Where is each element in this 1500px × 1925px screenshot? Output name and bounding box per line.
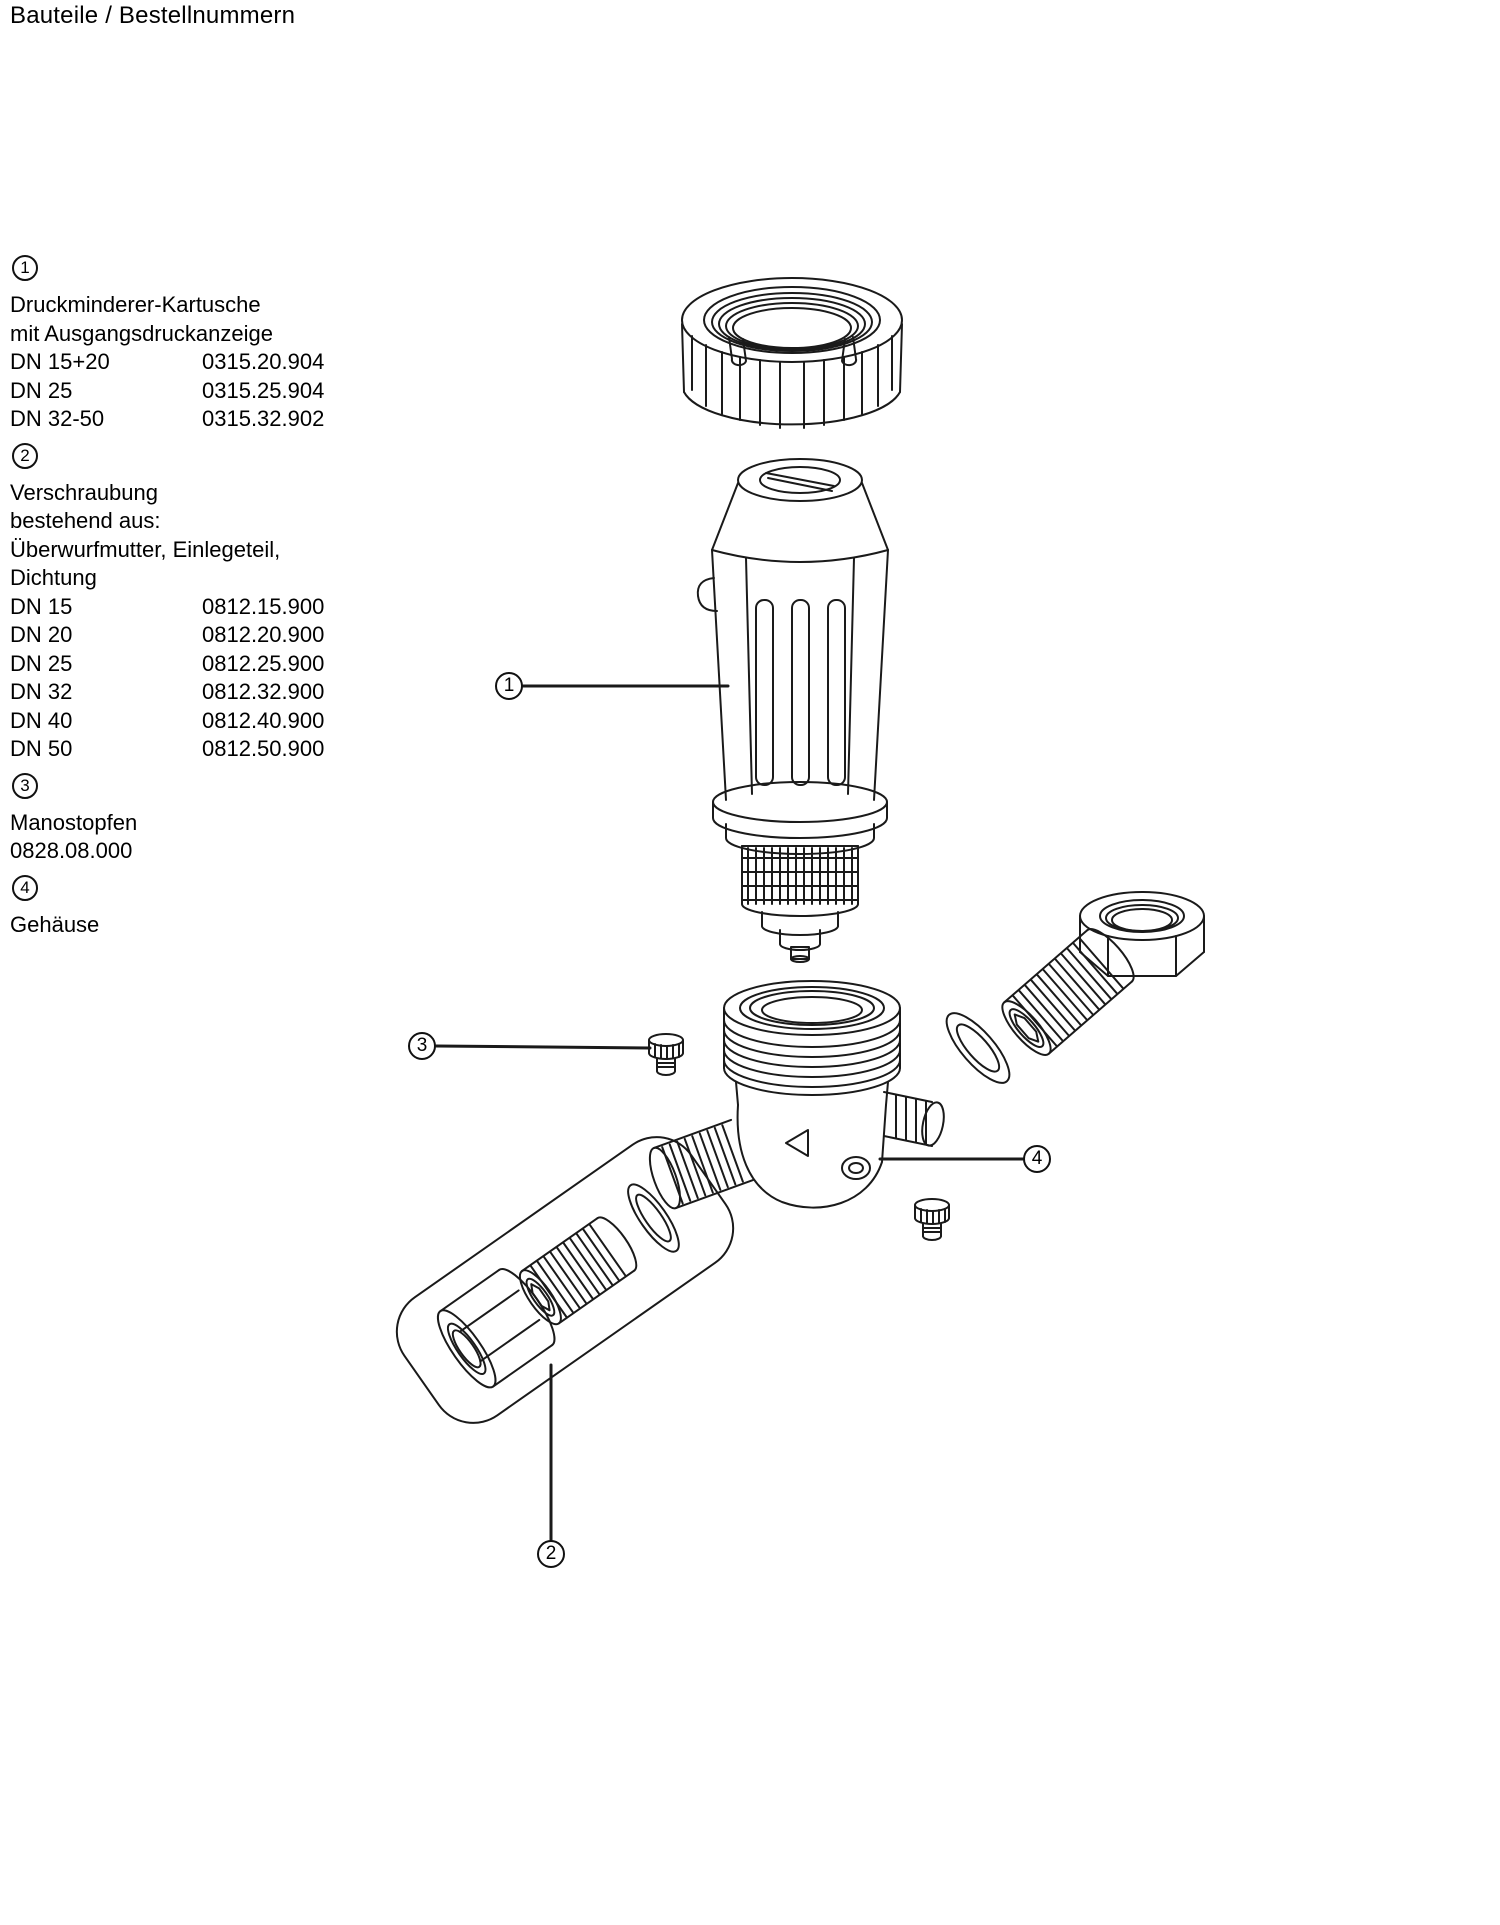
- dn-label: DN 20: [10, 622, 73, 647]
- part-2-row: DN 20 0812.20.900: [10, 621, 370, 650]
- part-entry-4: 4 Gehäuse: [10, 874, 370, 940]
- dn-label: DN 50: [10, 736, 73, 761]
- order-number: 0812.25.900: [202, 650, 325, 676]
- part-2-name-line: Dichtung: [10, 565, 97, 590]
- manostopfen-drawing: [648, 1033, 684, 1076]
- diagram-callout-2: 2: [537, 1540, 565, 1568]
- order-number: 0315.20.904: [202, 349, 325, 374]
- diagram-callout-1: 1: [495, 672, 523, 700]
- part-1-row: DN 25 0315.25.904: [10, 377, 370, 406]
- dn-label: DN 32: [10, 679, 73, 704]
- diagram-callout-4: 4: [1023, 1145, 1051, 1173]
- cartridge-drawing: [696, 458, 889, 963]
- union-nipple-drawing: [1001, 928, 1135, 1056]
- dn-label: DN 15: [10, 593, 73, 619]
- part-2-row: DN 32 0812.32.900: [10, 678, 370, 707]
- order-number: 0812.20.900: [202, 622, 325, 647]
- part-1-number-badge: 1: [12, 255, 38, 281]
- manostopfen-2-drawing: [914, 1198, 950, 1241]
- page-title: Bauteile / Bestellnummern: [10, 2, 296, 29]
- union-assembly-drawing: [395, 1136, 735, 1424]
- order-number: 0812.50.900: [202, 736, 325, 761]
- part-entry-3: 3 Manostopfen 0828.08.000: [10, 772, 370, 866]
- part-4-name-line: Gehäuse: [10, 911, 100, 937]
- part-3-name-line: Manostopfen: [10, 809, 138, 835]
- part-1-row: DN 32-50 0315.32.902: [10, 405, 370, 434]
- order-number: 0812.32.900: [202, 679, 325, 704]
- part-4-number: 4: [20, 877, 30, 897]
- union-nut-drawing: [1079, 891, 1205, 977]
- part-2-row: DN 50 0812.50.900: [10, 735, 370, 764]
- dn-label: DN 25: [10, 650, 73, 676]
- part-entry-2: 2 Verschraubung bestehend aus: Überwurfm…: [10, 442, 370, 764]
- order-number: 0315.25.904: [202, 377, 325, 403]
- part-4-number-badge: 4: [12, 874, 38, 901]
- part-2-name-line: bestehend aus:: [10, 508, 161, 533]
- part-2-name-line: Verschraubung: [10, 479, 158, 505]
- part-2-row: DN 25 0812.25.900: [10, 650, 370, 679]
- housing-drawing: [648, 980, 945, 1210]
- callout-3-label: 3: [416, 1035, 428, 1056]
- part-1-row: DN 15+20 0315.20.904: [10, 348, 370, 377]
- leader-line-3: [434, 1044, 652, 1050]
- part-3-number: 3: [20, 775, 30, 795]
- part-3-order-number: 0828.08.000: [10, 838, 133, 863]
- part-2-number-badge: 2: [12, 442, 38, 469]
- part-1-name-line: mit Ausgangsdruckanzeige: [10, 320, 273, 346]
- dn-label: DN 40: [10, 707, 73, 733]
- part-3-number-badge: 3: [12, 772, 38, 799]
- part-2-name-line: Überwurfmutter, Einlegeteil,: [10, 536, 281, 562]
- dn-label: DN 32-50: [10, 406, 105, 431]
- parts-list: 1 Druckminderer-Kartusche mit Ausgangsdr…: [10, 246, 370, 939]
- diagram-callout-3: 3: [408, 1032, 436, 1060]
- part-2-row: DN 40 0812.40.900: [10, 707, 370, 736]
- callout-1-label: 1: [503, 675, 515, 696]
- seal-washer-drawing: [945, 1012, 1011, 1084]
- order-number: 0812.40.900: [202, 707, 325, 733]
- dn-label: DN 15+20: [10, 349, 110, 374]
- order-number: 0812.15.900: [202, 593, 325, 619]
- part-1-name-line: Druckminderer-Kartusche: [10, 292, 261, 317]
- cap-nut-drawing: [681, 277, 903, 429]
- callout-4-label: 4: [1031, 1148, 1043, 1169]
- callout-2-label: 2: [545, 1543, 557, 1564]
- dn-label: DN 25: [10, 377, 73, 403]
- part-2-number: 2: [20, 445, 30, 465]
- part-1-number: 1: [20, 258, 30, 277]
- part-entry-1: 1 Druckminderer-Kartusche mit Ausgangsdr…: [10, 255, 370, 434]
- order-number: 0315.32.902: [202, 406, 325, 431]
- part-2-row: DN 15 0812.15.900: [10, 593, 370, 622]
